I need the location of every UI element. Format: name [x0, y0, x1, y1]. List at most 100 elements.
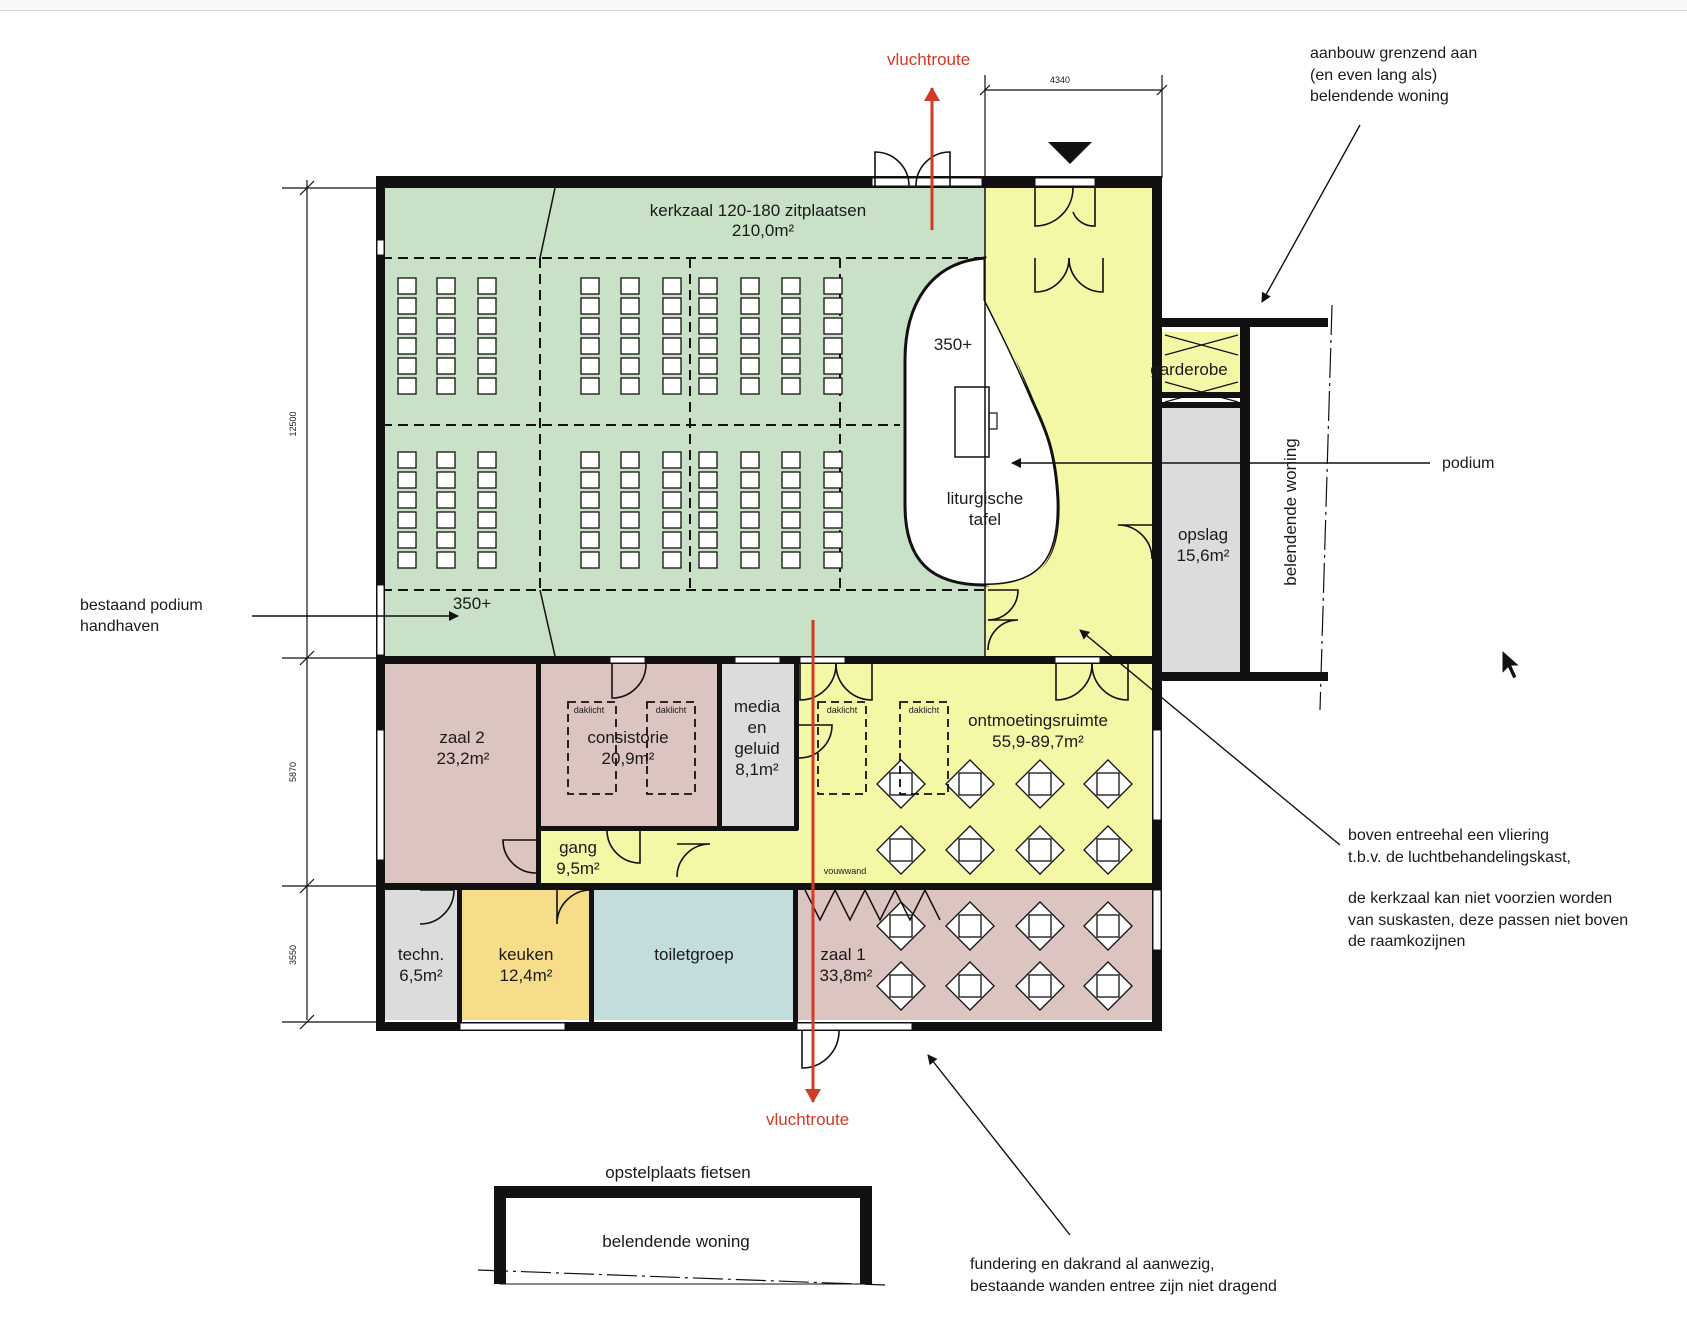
chair: [620, 511, 640, 529]
chair: [823, 471, 843, 489]
door-swing-icon: [1034, 187, 1074, 227]
door-swing-icon: [1091, 663, 1129, 701]
chair: [662, 511, 682, 529]
chair: [477, 531, 497, 549]
chair: [662, 337, 682, 355]
media-area: 8,1m²: [735, 760, 779, 779]
chair: [662, 551, 682, 569]
chair: [436, 357, 456, 375]
chair: [698, 337, 718, 355]
chair: [781, 451, 801, 469]
chair: [662, 491, 682, 509]
neighbour-edge-right: [1319, 304, 1333, 711]
chair: [662, 297, 682, 315]
existing-podium-level: 350+: [453, 594, 491, 613]
chair: [620, 551, 640, 569]
chair: [781, 511, 801, 529]
chair: [740, 377, 760, 395]
techn-name: techn.: [398, 945, 444, 964]
chair: [740, 337, 760, 355]
chair: [698, 531, 718, 549]
church-diagonal-2: [539, 589, 556, 657]
top-toolbar-strip: [0, 0, 1687, 11]
escape-route-top-label: vluchtroute: [887, 50, 970, 69]
door-swing-icon: [611, 663, 647, 699]
mouse-cursor-icon: [1501, 648, 1522, 680]
chair: [823, 451, 843, 469]
escape-route-bottom-label: vluchtroute: [766, 1110, 849, 1129]
skylight-label: daklicht: [827, 705, 858, 715]
chair: [740, 451, 760, 469]
zaal2-area: 23,2m²: [437, 749, 490, 768]
podium-inner-yellow: [985, 258, 1059, 588]
door-swing-icon: [798, 724, 833, 759]
note-existing-podium-2: handhaven: [80, 618, 159, 635]
kitchen-fill: [462, 890, 589, 1020]
chair: [698, 451, 718, 469]
chair: [580, 511, 600, 529]
arrow-icon: [927, 1054, 1071, 1236]
table-with-chairs: [1015, 825, 1065, 875]
chair: [620, 377, 640, 395]
note-foundation-1: fundering en dakrand al aanwezig,: [970, 1256, 1215, 1273]
door-swings: [419, 151, 1153, 1069]
toilets-name: toiletgroep: [654, 945, 733, 964]
consistorie-fill: [541, 664, 719, 827]
table-with-chairs: [1015, 961, 1065, 1011]
bike-shed: [477, 1186, 886, 1286]
zaal1-name: zaal 1: [820, 945, 865, 964]
meeting-room-area: 55,9-89,7m²: [992, 732, 1084, 751]
chair: [781, 377, 801, 395]
chair: [781, 357, 801, 375]
table-with-chairs: [945, 901, 995, 951]
chair: [740, 551, 760, 569]
chair: [620, 471, 640, 489]
dimension-left-3: 3550: [288, 945, 298, 965]
techn-area: 6,5m²: [399, 966, 443, 985]
chair: [698, 511, 718, 529]
chair: [781, 277, 801, 295]
church-hall-fill: [382, 188, 985, 656]
chair: [662, 451, 682, 469]
note-hall-3: de raamkozijnen: [1348, 933, 1465, 950]
note-foundation-2: bestaande wanden entree zijn niet dragen…: [970, 1278, 1277, 1295]
chair: [436, 531, 456, 549]
door-swing-icon: [676, 843, 711, 878]
chair: [781, 471, 801, 489]
table-with-chairs: [876, 961, 926, 1011]
chair: [436, 297, 456, 315]
techn-fill: [382, 890, 457, 1020]
note-loft-2: t.b.v. de luchtbehandelingskast,: [1348, 849, 1571, 866]
chair: [477, 471, 497, 489]
storage-name: opslag: [1178, 525, 1228, 544]
media-label-2: en: [748, 718, 767, 737]
chair: [823, 357, 843, 375]
annotation-arrows: [252, 124, 1430, 1236]
chair: [580, 377, 600, 395]
chair: [620, 357, 640, 375]
door-swing-icon: [502, 839, 537, 874]
chair: [580, 451, 600, 469]
table-with-chairs: [945, 759, 995, 809]
folding-wall-label: vouwwand: [824, 866, 867, 876]
chair: [436, 551, 456, 569]
church-seating: [397, 277, 843, 569]
chair: [740, 357, 760, 375]
chair: [477, 357, 497, 375]
chair: [397, 491, 417, 509]
zaal2-name: zaal 2: [439, 728, 484, 747]
chair: [740, 491, 760, 509]
door-swing-icon: [1055, 663, 1093, 701]
gang-area: 9,5m²: [556, 859, 600, 878]
folding-wall: [804, 888, 941, 922]
chair: [580, 471, 600, 489]
skylight-label: daklicht: [574, 705, 605, 715]
chair: [781, 531, 801, 549]
table-with-chairs: [1015, 759, 1065, 809]
chair: [477, 297, 497, 315]
door-swing-icon: [915, 151, 951, 187]
chair: [823, 377, 843, 395]
chair: [662, 531, 682, 549]
skylight-label: daklicht: [656, 705, 687, 715]
